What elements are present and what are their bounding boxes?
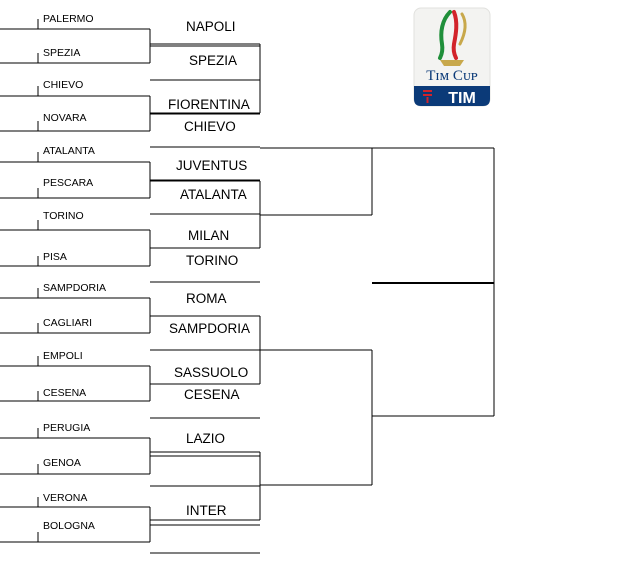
r1-team-label: SPEZIA [43,47,80,59]
r1-team-label: PERUGIA [43,422,90,434]
r2-qualifier-label: TORINO [186,253,238,268]
r1-team-label: TORINO [43,210,84,222]
r1-team-label: CAGLIARI [43,317,92,329]
tim-icon [423,90,432,103]
logo-sponsor: TIM [448,90,476,107]
r1-team-label: ATALANTA [43,145,95,157]
r2-seed-label: NAPOLI [186,19,236,34]
trophy-icon [438,10,467,66]
r2-seed-label: LAZIO [186,431,225,446]
logo-sponsor-band [414,86,490,106]
r1-team-label: SAMPDORIA [43,282,106,294]
r1-team-label: CESENA [43,387,86,399]
r1-team-label: GENOA [43,457,81,469]
r2-qualifier-label: ATALANTA [180,187,247,202]
r1-team-label: PISA [43,251,67,263]
r2-seed-label: SASSUOLO [174,365,248,380]
r1-team-label: PESCARA [43,177,93,189]
r2-qualifier-label: CESENA [184,387,240,402]
r2-qualifier-label: SPEZIA [189,53,237,68]
r1-team-label: CHIEVO [43,79,83,91]
r1-team-label: BOLOGNA [43,520,95,532]
r1-team-label: VERONA [43,492,87,504]
tim-cup-logo: Tɪᴍ Cᴜᴘ TIM [412,4,494,112]
r2-seed-label: ROMA [186,291,227,306]
r1-team-label: NOVARA [43,112,87,124]
r2-qualifier-label: CHIEVO [184,119,236,134]
r2-seed-label: MILAN [188,228,229,243]
r2-seed-label: INTER [186,503,227,518]
r2-qualifier-label: SAMPDORIA [169,321,250,336]
r1-team-label: PALERMO [43,13,94,25]
r1-team-label: EMPOLI [43,350,83,362]
logo-title: Tɪᴍ Cᴜᴘ [426,68,478,84]
r2-seed-label: FIORENTINA [168,97,250,112]
r2-seed-label: JUVENTUS [176,158,247,173]
